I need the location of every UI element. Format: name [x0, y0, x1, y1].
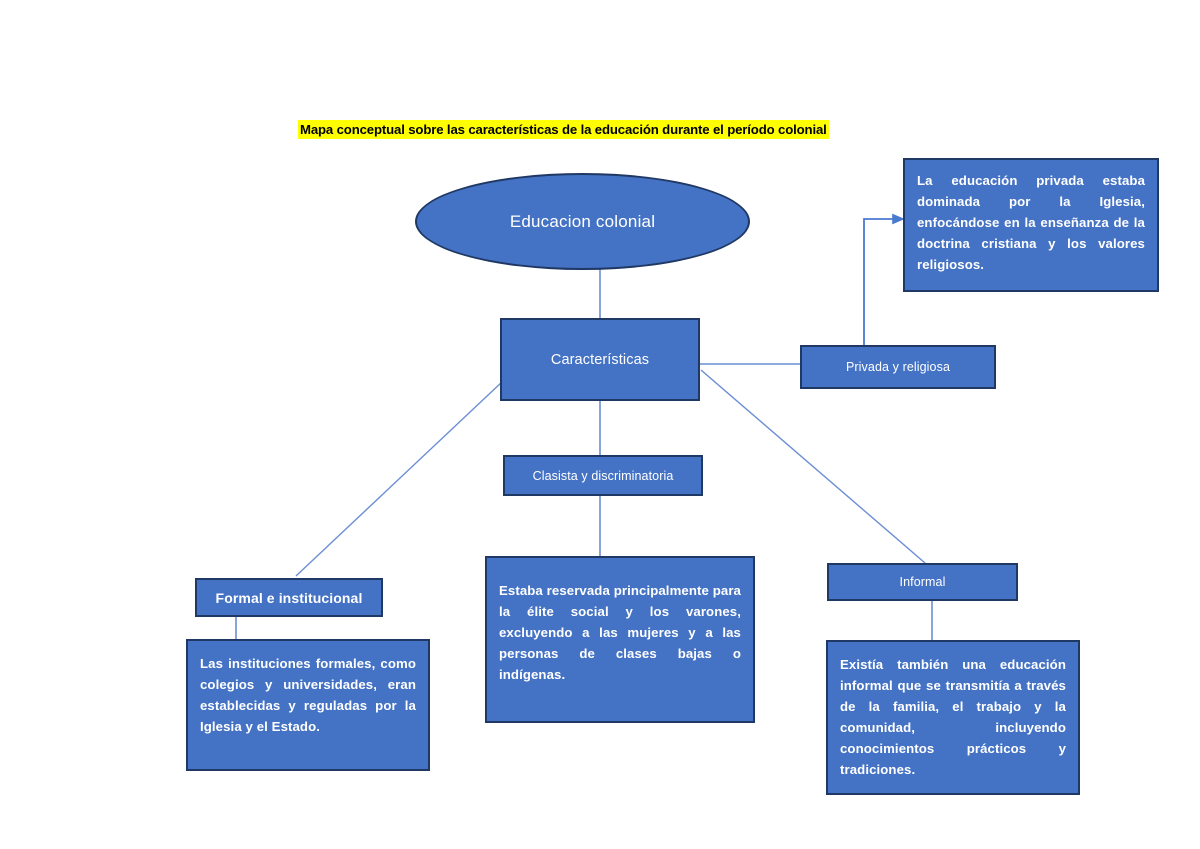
- node-clasista-y-discriminatoria[interactable]: Clasista y discriminatoria: [503, 455, 703, 496]
- node-privada-y-religiosa-detail[interactable]: La educación privada estaba dominada por…: [903, 158, 1159, 292]
- node-clasista-y-discriminatoria-label: Clasista y discriminatoria: [532, 468, 674, 483]
- node-informal-label: Informal: [899, 575, 946, 589]
- node-formal-e-institucional-label: Formal e institucional: [215, 589, 363, 606]
- node-formal-detail-label: Las instituciones formales, como colegio…: [200, 656, 416, 734]
- node-educacion-colonial-label: Educacion colonial: [509, 211, 656, 231]
- node-informal-detail[interactable]: Existía también una educación informal q…: [826, 640, 1080, 795]
- node-educacion-colonial[interactable]: Educacion colonial: [415, 173, 750, 270]
- node-privada-y-religiosa[interactable]: Privada y religiosa: [800, 345, 996, 389]
- node-privada-y-religiosa-detail-label: La educación privada estaba dominada por…: [917, 173, 1145, 272]
- node-caracteristicas-label: Características: [550, 351, 650, 368]
- node-caracteristicas[interactable]: Características: [500, 318, 700, 401]
- node-clasista-detail-label: Estaba reservada principalmente para la …: [499, 583, 741, 682]
- node-informal-detail-label: Existía también una educación informal q…: [840, 657, 1066, 777]
- node-formal-detail[interactable]: Las instituciones formales, como colegio…: [186, 639, 430, 771]
- node-informal[interactable]: Informal: [827, 563, 1018, 601]
- connector-private-to-private-detail: [863, 213, 905, 345]
- node-privada-y-religiosa-label: Privada y religiosa: [845, 360, 951, 374]
- node-formal-e-institucional[interactable]: Formal e institucional: [195, 578, 383, 617]
- connector-characteristics-to-formal: [295, 380, 504, 577]
- page-title: Mapa conceptual sobre las característica…: [298, 120, 829, 139]
- node-clasista-detail[interactable]: Estaba reservada principalmente para la …: [485, 556, 755, 723]
- connector-characteristics-to-informal: [700, 369, 926, 564]
